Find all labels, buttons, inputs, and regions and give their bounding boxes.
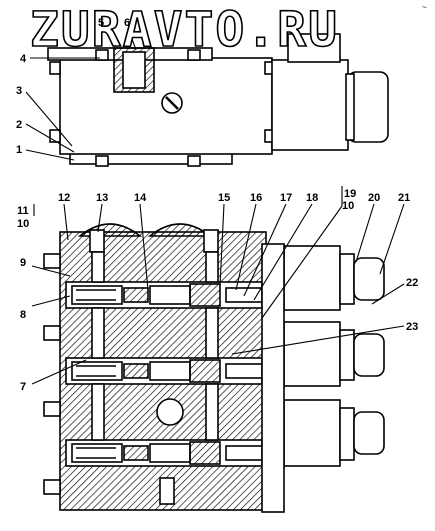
callout-23: 23 [406,321,418,333]
callout-20: 20 [368,192,380,204]
callout-14: 14 [134,192,147,204]
callout-2: 2 [16,119,22,131]
leader-lines [25,27,405,385]
callout-1: 1 [16,144,22,156]
solenoid-unit-2 [283,321,385,387]
corner-mark: ~ [422,3,427,12]
solenoid-unit-3 [283,399,385,467]
solenoid-housing [271,59,349,151]
bolt-head [49,129,61,143]
callout-18: 18 [306,192,318,204]
top-plug [89,229,105,253]
bolt-head [95,155,109,167]
callout-10-left: 10 [17,218,29,230]
bolt-head [49,61,61,75]
callout-15: 15 [218,192,230,204]
callout-12: 12 [58,192,70,204]
section-view [43,223,385,513]
solenoid-unit-1 [283,245,385,311]
callout-4: 4 [20,53,27,65]
callout-10-right: 10 [342,200,354,212]
callout-19: 19 [344,188,356,200]
callout-9: 9 [20,257,26,269]
callout-7: 7 [20,381,26,393]
callout-21: 21 [398,192,410,204]
callout-22: 22 [406,277,418,289]
callout-6: 6 [124,17,130,29]
watermark-text: ZURAVTO.RU [30,2,339,58]
callout-17: 17 [280,192,292,204]
bolt-head [187,49,201,61]
bolt-head [187,155,201,167]
top-view [47,33,389,167]
callout-11: 11 [17,205,29,217]
callout-8: 8 [20,309,26,321]
top-plug [203,229,219,253]
callout-16: 16 [250,192,262,204]
bolt-head [95,49,109,61]
callout-labels: 1 2 3 4 5 6 7 8 9 10 10 11 12 13 14 15 1… [16,17,418,393]
spool-assembly-2 [65,357,263,385]
callout-13: 13 [96,192,108,204]
spool-assembly-1 [65,281,263,309]
spool-assembly-3 [65,439,263,467]
callout-3: 3 [16,85,22,97]
callout-5: 5 [98,17,104,29]
